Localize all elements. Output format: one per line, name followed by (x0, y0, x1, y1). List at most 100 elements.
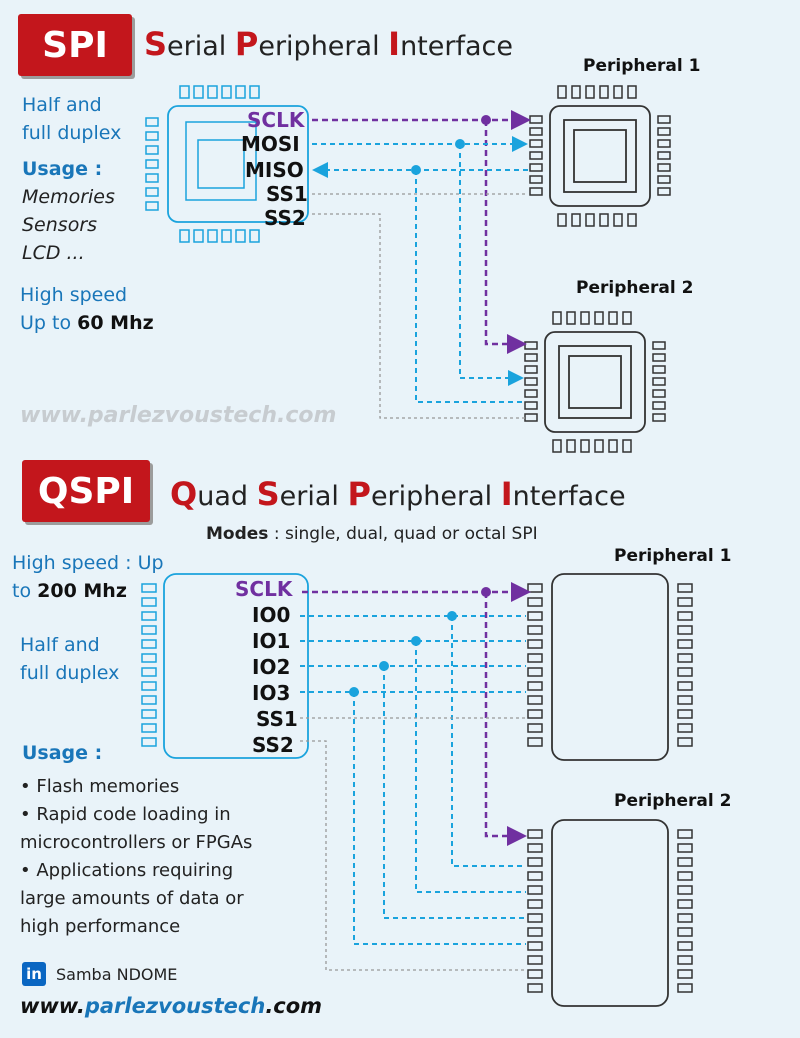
qspi-line-io2-p2 (383, 666, 526, 919)
spi-peripheral-2-pin-right-4 (652, 377, 666, 386)
spi-peripheral-1-pin-top-4 (599, 85, 609, 99)
qspi-peripheral-2-label: Peripheral 2 (614, 791, 732, 811)
spi-peripheral-2-pin-top-4 (594, 311, 604, 325)
qspi-master-pin-left-3 (141, 611, 157, 621)
spi-peripheral-2-pin-right-6 (652, 401, 666, 410)
qspi-title: Quad Serial Peripheral Interface (170, 478, 626, 510)
spi-peripheral-1-pin-right-5 (657, 163, 671, 172)
qspi-peripheral-1-pin-right-7 (677, 667, 693, 677)
spi-usage-item-memories: Memories (22, 186, 115, 208)
qspi-usage-line-1: • Flash memories (20, 776, 180, 797)
spi-peripheral-1-core-outer (563, 119, 637, 193)
spi-peripheral-1-pin-top-1 (557, 85, 567, 99)
spi-peripheral-2-pin-right-2 (652, 353, 666, 362)
spi-usage-label: Usage : (22, 158, 103, 180)
spi-title: Serial Peripheral Interface (144, 28, 513, 60)
spi-peripheral-1-label: Peripheral 1 (583, 56, 701, 76)
qspi-speed-prefix: to (12, 580, 38, 602)
qspi-peripheral-2-pin-right-2 (677, 843, 693, 853)
qspi-line-sclk-p2 (484, 592, 527, 846)
spi-master-pin-bottom-6 (249, 229, 260, 243)
qspi-title-cap-2: S (256, 475, 280, 513)
qspi-signal-sclk: SCLK (235, 577, 293, 601)
spi-signal-miso: MISO (245, 158, 304, 182)
qspi-peripheral-2-pin-right-6 (677, 899, 693, 909)
qspi-duplex-line-2: full duplex (20, 662, 120, 684)
spi-peripheral-2-pin-left-4 (524, 377, 538, 386)
qspi-peripheral-2-body (551, 819, 669, 1007)
qspi-title-word-2: erial (279, 481, 348, 512)
qspi-peripheral-1-pin-right-9 (677, 695, 693, 705)
qspi-usage-line-4: • Applications requiring (20, 860, 234, 881)
spi-peripheral-2-body (544, 331, 646, 433)
qspi-line-ss2 (300, 740, 526, 971)
qspi-title-word-1: uad (197, 481, 257, 512)
spi-peripheral-1-pin-bottom-1 (557, 213, 567, 227)
spi-master-chip (167, 105, 309, 223)
spi-peripheral-1-pin-left-2 (529, 127, 543, 136)
qspi-title-cap-4: I (500, 475, 513, 513)
qspi-peripheral-2-pin-left-11 (527, 969, 543, 979)
spi-peripheral-1-pin-left-5 (529, 163, 543, 172)
spi-peripheral-1-pin-left-6 (529, 175, 543, 184)
qspi-peripheral-1-pin-right-11 (677, 723, 693, 733)
qspi-peripheral-2-pin-left-7 (527, 913, 543, 923)
spi-title-word-3: nterface (400, 31, 513, 62)
spi-peripheral-1-pin-right-3 (657, 139, 671, 148)
linkedin-icon-glyph: in (26, 965, 42, 983)
qspi-peripheral-2-pin-left-12 (527, 983, 543, 993)
spi-peripheral-2-pin-bottom-6 (622, 439, 632, 453)
qspi-usage-line-5: large amounts of data or (20, 888, 244, 909)
spi-master-pin-left-2 (145, 131, 159, 141)
qspi-line-io0-p2 (451, 616, 526, 867)
qspi-master-pin-left-8 (141, 681, 157, 691)
linkedin-icon[interactable]: in (22, 962, 46, 986)
qspi-peripheral-1-pin-left-11 (527, 723, 543, 733)
qspi-peripheral-2-pin-left-6 (527, 899, 543, 909)
qspi-speed-value: 200 Mhz (37, 580, 127, 602)
spi-peripheral-1-pin-left-1 (529, 115, 543, 124)
spi-master-pin-bottom-1 (179, 229, 190, 243)
spi-badge-label: SPI (42, 24, 108, 66)
spi-master-core-outer (185, 121, 257, 201)
spi-title-cap-1: S (144, 25, 168, 63)
spi-line-miso-p2 (415, 170, 526, 403)
spi-peripheral-2-pin-bottom-3 (580, 439, 590, 453)
spi-peripheral-2-core-inner (568, 355, 622, 409)
spi-peripheral-1-pin-right-4 (657, 151, 671, 160)
spi-peripheral-1-pin-bottom-4 (599, 213, 609, 227)
spi-peripheral-2-core-outer (558, 345, 632, 419)
spi-usage-item-sensors: Sensors (22, 214, 98, 236)
qspi-peripheral-2-pin-right-11 (677, 969, 693, 979)
spi-speed-value: 60 Mhz (77, 312, 154, 334)
spi-duplex-line-1: Half and (22, 94, 102, 116)
spi-peripheral-2-pin-top-5 (608, 311, 618, 325)
spi-master-pin-bottom-2 (193, 229, 204, 243)
qspi-peripheral-1-pin-right-10 (677, 709, 693, 719)
qspi-peripheral-1-pin-left-8 (527, 681, 543, 691)
spi-signal-ss1: SS1 (266, 182, 308, 206)
spi-peripheral-2-pin-left-7 (524, 413, 538, 422)
qspi-title-cap-1: Q (170, 475, 198, 513)
qspi-signal-ss1: SS1 (256, 707, 298, 731)
spi-peripheral-1-pin-right-6 (657, 175, 671, 184)
spi-master-pin-left-5 (145, 173, 159, 183)
spi-peripheral-1-pin-top-3 (585, 85, 595, 99)
qspi-line-io1-p2 (415, 641, 526, 893)
spi-master-pin-left-7 (145, 201, 159, 211)
qspi-master-pin-left-6 (141, 653, 157, 663)
spi-peripheral-2-pin-left-5 (524, 389, 538, 398)
spi-peripheral-1-pin-bottom-2 (571, 213, 581, 227)
spi-peripheral-1-pin-bottom-5 (613, 213, 623, 227)
footer-url[interactable]: www.parlezvoustech.com (20, 996, 322, 1017)
qspi-peripheral-2-pin-right-7 (677, 913, 693, 923)
spi-line-ss2 (312, 213, 526, 419)
spi-master-pin-top-1 (179, 85, 190, 99)
qspi-peripheral-1-pin-left-4 (527, 625, 543, 635)
spi-peripheral-1-pin-top-6 (627, 85, 637, 99)
spi-peripheral-2-pin-bottom-5 (608, 439, 618, 453)
qspi-duplex-line-1: Half and (20, 634, 100, 656)
qspi-peripheral-1-pin-right-5 (677, 639, 693, 649)
qspi-master-pin-left-2 (141, 597, 157, 607)
